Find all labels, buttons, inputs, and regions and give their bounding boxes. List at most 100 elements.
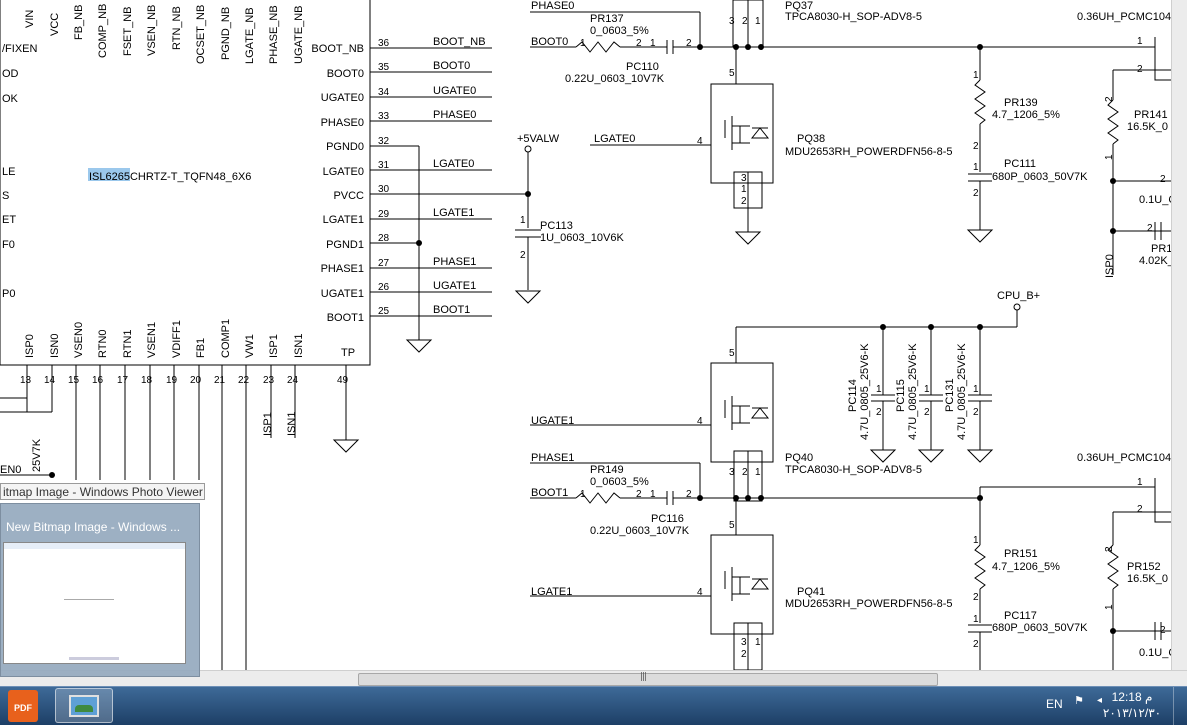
pin-2: 2 — [686, 38, 692, 49]
ic-bottom-pin: ISP0 — [24, 334, 36, 358]
clock-time: 12:18 م — [1111, 690, 1153, 704]
horizontal-scrollbar[interactable]: ||| — [0, 670, 1187, 687]
ic-right-pin: BOOT_NB — [311, 43, 364, 55]
pin-number: 22 — [238, 375, 250, 386]
pin-number: 23 — [263, 375, 275, 386]
net-label: EN0 — [0, 464, 21, 476]
preview-toolbar — [69, 657, 119, 660]
pin-2: 2 — [924, 407, 930, 418]
ic-top-pin: OCSET_NB — [195, 5, 207, 64]
part-ref: PQ37 — [785, 0, 813, 12]
pin-1: 1 — [876, 384, 882, 395]
ic-top-pin: LGATE_NB — [244, 7, 256, 64]
preview-thumbnail[interactable] — [3, 542, 186, 664]
ic-bottom-pin: TP — [341, 347, 355, 359]
net-label: BOOT1 — [531, 487, 568, 499]
net-label: PHASE1 — [531, 452, 574, 464]
pin-2: 2 — [1160, 174, 1166, 185]
pin-1: 1 — [973, 162, 979, 173]
part-value: 16.5K_0 — [1127, 573, 1168, 585]
pin-2: 2 — [1137, 504, 1143, 515]
part-ref: PC110 — [626, 61, 659, 73]
language-indicator[interactable]: EN — [1046, 697, 1063, 711]
part-ref: PC113 — [540, 220, 573, 232]
clock-date: ٢٠١٣/١٢/٣٠ — [1102, 706, 1162, 720]
vertical-scrollbar[interactable] — [1171, 0, 1187, 670]
pin-number: 16 — [92, 375, 104, 386]
system-clock[interactable]: 12:18 م ٢٠١٣/١٢/٣٠ — [1100, 689, 1164, 721]
ic-bottom-pin: VW1 — [244, 334, 256, 358]
pin-2: 2 — [1160, 625, 1166, 636]
part-ref: PR1 — [1151, 243, 1171, 255]
ic-right-pin: PHASE1 — [321, 263, 364, 275]
part-value: 0.1U_C — [1139, 194, 1171, 206]
ic-top-pin: RTN_NB — [171, 6, 183, 50]
taskbar-window-preview[interactable]: New Bitmap Image - Windows ... — [0, 503, 200, 677]
taskbar-tooltip: itmap Image - Windows Photo Viewer — [0, 483, 205, 500]
ic-left-pin: F0 — [2, 239, 15, 251]
part-value: 4.7_1206_5% — [992, 561, 1060, 573]
pin-number: 33 — [378, 111, 390, 122]
pin-2: 2 — [876, 407, 882, 418]
pin-1: 1 — [973, 614, 979, 625]
net-label: BOOT0 — [433, 60, 470, 72]
part-ref: PR139 — [1004, 97, 1038, 109]
pin-2: 2 — [741, 196, 747, 207]
pin-1: 1 — [580, 489, 586, 500]
net-label: LGATE1 — [531, 586, 572, 598]
net-label: UGATE0 — [433, 85, 476, 97]
scrollbar-thumb[interactable] — [358, 673, 938, 686]
pin-number: 29 — [378, 209, 390, 220]
pin-number: 28 — [378, 233, 390, 244]
net-label: BOOT1 — [433, 304, 470, 316]
part-value: 0_0603_5% — [590, 25, 649, 37]
ic-bottom-pin: VSEN0 — [73, 322, 85, 358]
part-ref: PR152 — [1127, 561, 1161, 573]
ic-left-pin: /FIXEN — [2, 43, 38, 55]
tray-volume-icon[interactable]: ◂ — [1097, 695, 1103, 706]
pin-2: 2 — [973, 188, 979, 199]
taskbar: PDF EN ⚑ ◂ 12:18 م ٢٠١٣/١٢/٣٠ — [0, 686, 1187, 725]
part-value: 0.1U_C — [1139, 647, 1171, 659]
part-ref: PR151 — [1004, 548, 1038, 560]
ic-left-pin: P0 — [2, 288, 15, 300]
pin-1: 1 — [755, 16, 761, 27]
net-label: PHASE0 — [531, 0, 574, 12]
part-ref: PR149 — [590, 464, 624, 476]
pin-2: 2 — [686, 489, 692, 500]
action-center-flag-icon[interactable]: ⚑ — [1074, 694, 1084, 707]
pin-number: 19 — [166, 375, 178, 386]
ic-right-pin: UGATE0 — [321, 92, 364, 104]
pdf-app-button[interactable]: PDF — [2, 688, 50, 723]
pin-2: 2 — [973, 592, 979, 603]
ic-left-pin: S — [2, 190, 9, 202]
pin-2: 2 — [973, 141, 979, 152]
pin-2: 2 — [973, 407, 979, 418]
preview-title: New Bitmap Image - Windows ... — [6, 520, 181, 534]
part-ref: PQ41 — [797, 586, 825, 598]
pin-number: 35 — [378, 62, 390, 73]
part-ref: PC114 — [847, 379, 859, 412]
pin-number: 32 — [378, 136, 390, 147]
part-ref: PC116 — [651, 513, 684, 525]
ic-right-pin: BOOT0 — [327, 68, 364, 80]
preview-content — [64, 599, 114, 600]
pin-2: 2 — [742, 16, 748, 27]
pin-number: 13 — [20, 375, 32, 386]
pin-2: 2 — [1147, 223, 1153, 234]
photo-viewer-button[interactable] — [55, 688, 113, 723]
pin-4: 4 — [697, 587, 703, 598]
part-value: MDU2653RH_POWERDFN56-8-5 — [785, 146, 953, 158]
part-value: 4.7_1206_5% — [992, 109, 1060, 121]
schematic-drawing: VIN VCC FB_NB COMP_NB FSET_NB VSEN_NB RT… — [0, 0, 1171, 670]
pin-2: 2 — [1137, 64, 1143, 75]
part-value: TPCA8030-H_SOP-ADV8-5 — [785, 11, 922, 23]
text-selection-highlight — [88, 168, 130, 181]
show-desktop-button[interactable] — [1173, 687, 1187, 725]
ic-right-pin: LGATE1 — [323, 214, 364, 226]
pin-2: 2 — [520, 250, 526, 261]
ic-top-pin: FSET_NB — [122, 6, 134, 56]
pin-1: 1 — [520, 215, 526, 226]
ic-right-pin: LGATE0 — [323, 166, 364, 178]
net-label: UGATE1 — [531, 415, 574, 427]
